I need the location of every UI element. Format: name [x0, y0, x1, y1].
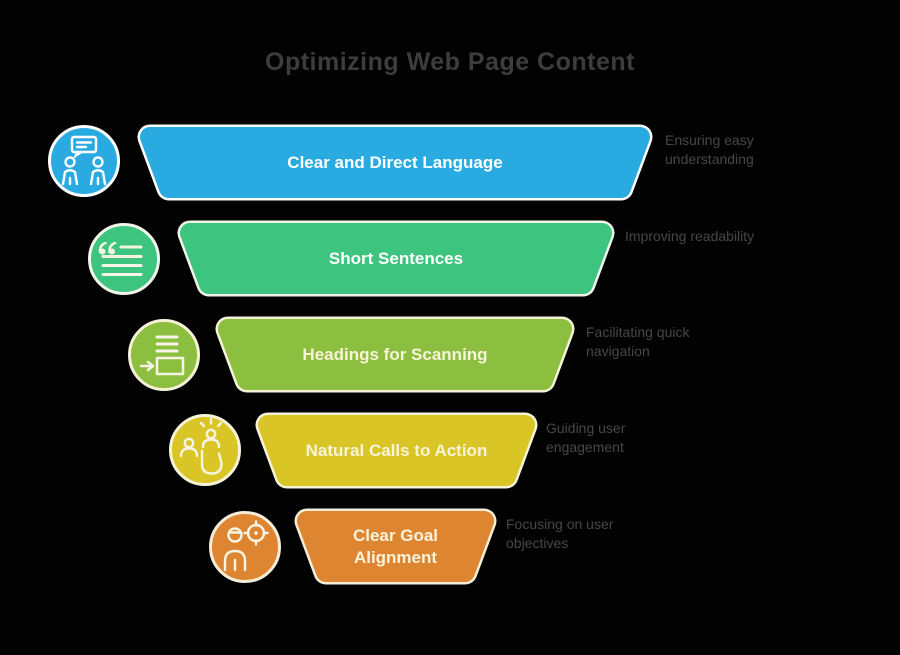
quote-text-icon: [88, 223, 160, 295]
funnel-segment-label: Clear Goal Alignment: [352, 526, 439, 567]
funnel-caption: Focusing on user objectives: [506, 516, 614, 551]
person-target-icon: [209, 511, 281, 583]
conversation-icon: [48, 125, 120, 197]
funnel-segment-label: Short Sentences: [328, 248, 464, 268]
scan-headings-icon: [128, 319, 200, 391]
funnel-segment: [137, 124, 653, 201]
funnel-segment: [215, 316, 575, 393]
funnel-caption: Ensuring easy understanding: [665, 132, 754, 167]
page-title: Optimizing Web Page Content: [265, 48, 635, 76]
funnel-segment: [255, 412, 538, 489]
funnel-segment-label: Headings for Scanning: [302, 344, 488, 364]
funnel-segment-label: Natural Calls to Action: [305, 440, 488, 460]
funnel-segment-label: Clear and Direct Language: [287, 152, 503, 172]
user-engagement-icon: [169, 414, 241, 486]
funnel-caption: Improving readability: [625, 228, 755, 244]
funnel-segment: [294, 508, 497, 585]
funnel-caption: Facilitating quick navigation: [586, 324, 690, 359]
funnel-segment: [177, 220, 615, 297]
funnel-caption: Guiding user engagement: [546, 420, 626, 455]
